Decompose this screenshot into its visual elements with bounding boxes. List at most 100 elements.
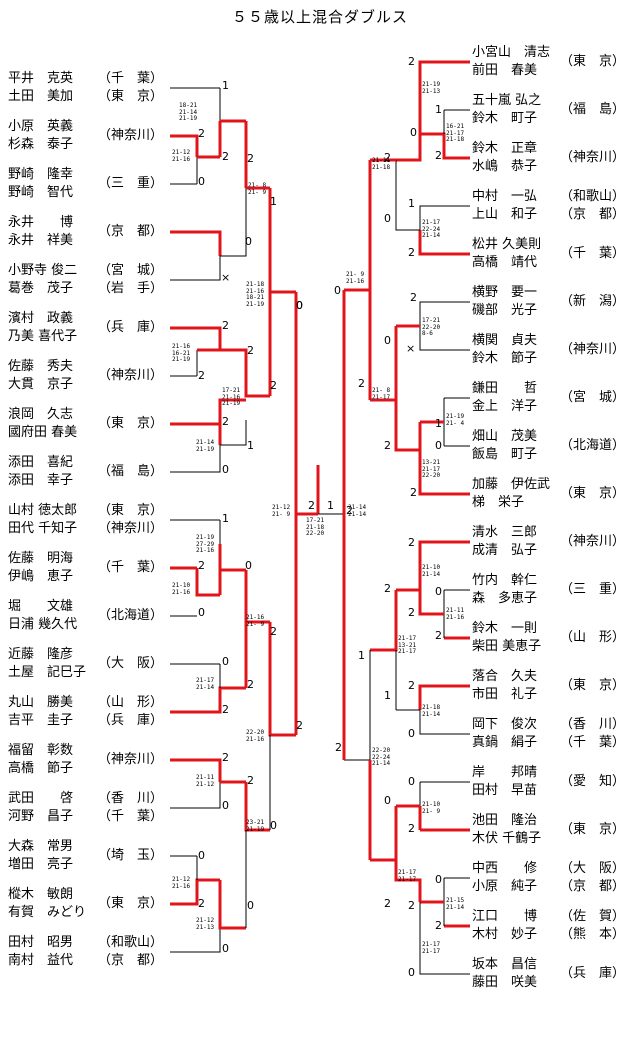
score-mark: 2 <box>408 246 415 259</box>
bracket-line <box>220 420 247 446</box>
player-name: 佐藤 明海 <box>8 551 74 566</box>
prefecture: （山 形） <box>560 630 626 645</box>
player-name: 横関 貞夫 <box>472 333 538 348</box>
game-score: 21-18 21-14 <box>422 704 441 718</box>
player-name: 飯島 町子 <box>472 447 538 462</box>
player-name: 山村 徳太郎 <box>8 503 78 518</box>
score-mark: 1 <box>327 499 334 512</box>
player-name: 落合 久夫 <box>472 669 538 684</box>
game-score: 21-19 21- 4 <box>446 413 465 427</box>
game-score: 21-12 21- 9 <box>272 504 291 518</box>
bracket-line <box>418 230 470 256</box>
score-mark: 2 <box>408 679 415 692</box>
score-mark: 2 <box>222 415 229 428</box>
player-name: 吉平 圭子 <box>8 713 74 728</box>
score-mark: 1 <box>408 197 415 210</box>
prefecture: （京 都） <box>98 224 164 239</box>
prefecture: （東 京） <box>98 89 164 104</box>
player-name: 鈴木 正章 <box>472 141 538 156</box>
score-mark: 0 <box>410 126 417 139</box>
score-mark: 2 <box>384 897 391 910</box>
game-score: 16-21 21-17 21-18 <box>446 123 465 143</box>
player-name: 永井 博 <box>8 215 74 230</box>
player-name: 土田 美加 <box>8 89 74 104</box>
prefecture: （北海道） <box>98 608 164 623</box>
prefecture: （兵 庫） <box>98 713 164 728</box>
score-mark: 2 <box>410 291 417 304</box>
score-mark: 0 <box>247 899 254 912</box>
game-score: 21-12 21-16 <box>172 149 191 163</box>
game-score: 21-17 21-17 <box>398 869 417 883</box>
bracket-line <box>170 782 221 809</box>
player-name: 五十嵐 弘之 <box>472 93 542 108</box>
score-mark: 2 <box>384 439 391 452</box>
prefecture: （埼 玉） <box>98 848 164 863</box>
player-name: 平井 克英 <box>8 71 74 86</box>
score-mark: 2 <box>247 152 254 165</box>
score-mark: 2 <box>222 703 229 716</box>
player-name: 佐藤 秀夫 <box>8 359 74 374</box>
bracket-line <box>370 590 398 652</box>
player-name: 有賀 みどり <box>8 905 87 920</box>
prefecture: （兵 庫） <box>560 966 626 981</box>
prefecture: （神奈川） <box>560 342 626 357</box>
player-name: 福留 彰数 <box>8 743 74 758</box>
score-mark: 0 <box>408 727 415 740</box>
score-mark: 2 <box>222 319 229 332</box>
score-mark: 0 <box>198 175 205 188</box>
prefecture: （三 重） <box>98 176 164 191</box>
bracket-line <box>195 568 220 597</box>
prefecture: （香 川） <box>98 791 164 806</box>
prefecture: （神奈川） <box>98 521 164 536</box>
game-score: 21-15 21-14 <box>446 897 465 911</box>
game-score: 21-19 21-13 <box>422 81 441 95</box>
prefecture: （千 葉） <box>560 735 626 750</box>
player-name: 小野寺 俊二 <box>8 263 78 278</box>
game-score: 21-18 21-16 18-21 21-19 <box>246 281 265 308</box>
player-name: 武田 啓 <box>8 791 74 806</box>
bracket-line <box>268 622 296 737</box>
game-score: 21-10 21-14 <box>422 564 441 578</box>
player-name: 藤田 咲美 <box>472 975 538 990</box>
player-name: 横野 要一 <box>472 285 538 300</box>
game-score: 22-20 22-24 21-14 <box>372 747 391 767</box>
game-score: 21-17 13-21 21-17 <box>398 635 417 655</box>
bracket-line <box>218 880 246 930</box>
score-mark: 0 <box>245 559 252 572</box>
prefecture: （熊 本） <box>560 927 626 942</box>
prefecture: （神奈川） <box>98 368 164 383</box>
prefecture: （北海道） <box>560 438 626 453</box>
score-mark: 1 <box>358 649 365 662</box>
game-score: 21-14 21-19 <box>196 439 215 453</box>
prefecture: （東 京） <box>560 54 626 69</box>
prefecture: （京 都） <box>98 953 164 968</box>
score-mark: 2 <box>270 625 277 638</box>
score-mark: 2 <box>247 678 254 691</box>
score-mark: 0 <box>435 585 442 598</box>
game-score: 21-17 21-14 <box>196 677 215 691</box>
prefecture: （和歌山） <box>98 935 164 950</box>
player-name: 丸山 勝美 <box>8 695 74 710</box>
player-name: 日浦 幾久代 <box>8 617 78 632</box>
bracket-line <box>294 292 318 516</box>
bracket-line <box>170 686 246 714</box>
prefecture: （山 形） <box>98 695 164 710</box>
player-name: 市田 礼子 <box>472 687 538 702</box>
prefecture: （神奈川） <box>98 128 164 143</box>
player-name: 磯部 光子 <box>472 303 538 318</box>
player-name: 上山 和子 <box>472 207 538 222</box>
game-score: 21-19 27-29 21-16 <box>196 534 215 554</box>
prefecture: （京 都） <box>560 207 626 222</box>
player-name: 竹内 幹仁 <box>472 573 538 588</box>
player-name: 土屋 記巳子 <box>8 665 87 680</box>
score-mark: 2 <box>358 377 365 390</box>
prefecture: （千 葉） <box>560 246 626 261</box>
score-mark: 1 <box>435 103 442 116</box>
player-name: 鈴木 一則 <box>472 621 538 636</box>
prefecture: （宮 城） <box>98 263 164 278</box>
player-name: 野崎 智代 <box>8 185 74 200</box>
game-score: 21-17 21-17 <box>422 941 441 955</box>
score-mark: 2 <box>408 899 415 912</box>
player-name: 柴田 美恵子 <box>472 639 542 654</box>
prefecture: （東 京） <box>98 503 164 518</box>
